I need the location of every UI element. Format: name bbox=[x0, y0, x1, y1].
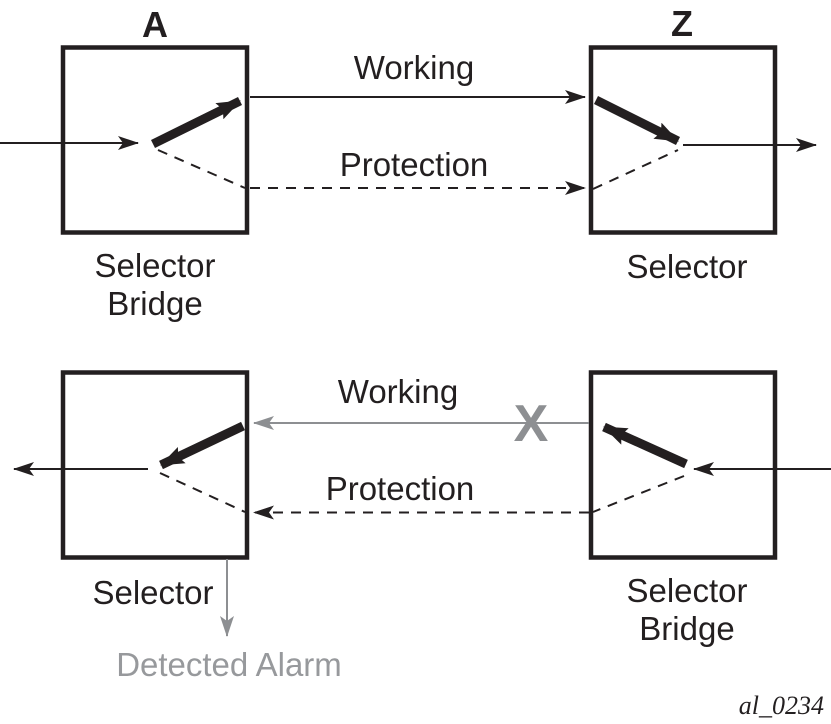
working-label-bottom: Working bbox=[338, 373, 458, 410]
node-a-caption-line1: Selector bbox=[94, 247, 215, 284]
selector-arm-node-z bbox=[593, 95, 681, 146]
bridge-leg-node-left bbox=[159, 472, 246, 513]
figure-id: al_0234 bbox=[739, 691, 824, 720]
node-z-title: Z bbox=[671, 3, 693, 44]
selector-arm-node-a bbox=[151, 96, 242, 149]
selector-arm-node-left bbox=[159, 421, 245, 470]
node-a-title: A bbox=[142, 4, 168, 45]
node-a-caption-line2: Bridge bbox=[107, 285, 202, 322]
node-right-caption-line2: Bridge bbox=[639, 610, 734, 647]
bridge-leg-node-a bbox=[157, 149, 246, 189]
bridge-leg-node-right bbox=[592, 475, 685, 513]
node-right-caption-line1: Selector bbox=[626, 572, 747, 609]
bridge-leg-node-z bbox=[592, 149, 679, 190]
failure-x-icon: X bbox=[514, 395, 549, 453]
protection-label-bottom: Protection bbox=[326, 470, 475, 507]
failure-detection-row: Working X Protection Detected Alarm Sele… bbox=[13, 370, 831, 683]
node-left-box bbox=[60, 370, 250, 560]
working-label-top: Working bbox=[354, 49, 474, 86]
node-z-box bbox=[588, 45, 778, 235]
selector-arm-node-right bbox=[602, 422, 688, 469]
node-left-caption: Selector bbox=[92, 574, 213, 611]
node-z-caption: Selector bbox=[626, 248, 747, 285]
protection-label-top: Protection bbox=[340, 146, 489, 183]
normal-operation-row: A Z Working Protection Selector Bridge S… bbox=[0, 3, 817, 322]
alarm-label: Detected Alarm bbox=[116, 646, 342, 683]
